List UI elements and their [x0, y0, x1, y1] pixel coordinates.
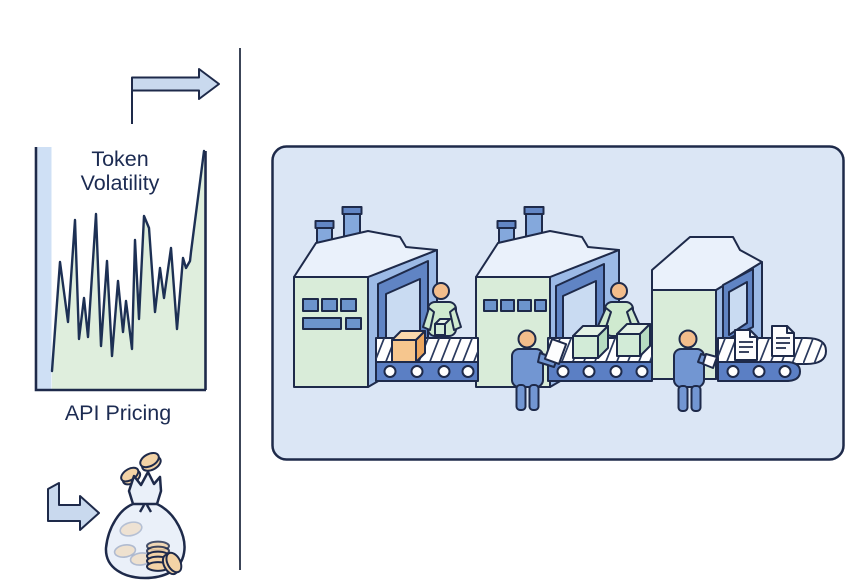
note-icon	[702, 353, 718, 369]
bag-tie	[132, 502, 158, 513]
coin-icon	[119, 521, 143, 537]
volatility-area	[52, 151, 205, 389]
roller-icon	[778, 365, 792, 378]
roller-icon	[437, 365, 451, 378]
factory-front-wall	[293, 276, 369, 388]
section-divider	[239, 48, 242, 570]
worker-with-note	[673, 329, 718, 412]
roller-icon	[609, 365, 623, 378]
green-box-icon	[616, 323, 651, 357]
factory-roof	[475, 230, 620, 278]
roller-icon	[461, 365, 475, 378]
small-green-item-icon	[434, 318, 451, 336]
api-pricing-label: API Pricing	[64, 401, 172, 425]
roller-icon	[752, 365, 766, 378]
factory-roof	[293, 230, 438, 278]
document-icon	[734, 329, 758, 361]
chart-axis-band	[37, 147, 52, 389]
roller-icon	[582, 365, 596, 378]
factory-windows	[483, 299, 547, 312]
money-bag-icon	[104, 452, 186, 580]
roller-icon	[410, 365, 424, 378]
flow-arrow-right-icon	[131, 68, 220, 124]
coin-icon	[113, 544, 137, 558]
green-box-icon	[572, 325, 609, 359]
factory-windows	[302, 298, 362, 330]
chart-title-label: Token Volatility	[80, 147, 160, 196]
chart-frame	[34, 147, 207, 392]
clipboard-icon	[543, 338, 568, 365]
factory-1	[293, 206, 438, 388]
worker-with-clipboard	[511, 329, 568, 411]
coin-icon	[139, 452, 162, 472]
document-icon	[771, 325, 795, 357]
elbow-arrow-icon	[47, 482, 100, 531]
token-volatility-chart	[34, 147, 207, 392]
volatility-line	[50, 149, 206, 373]
roller-icon	[383, 365, 397, 378]
factory-arch	[722, 268, 754, 342]
roller-icon	[556, 365, 570, 378]
coin-icon	[161, 551, 183, 576]
roller-icon	[726, 365, 740, 378]
orange-box-icon	[391, 330, 426, 363]
roller-icon	[635, 365, 649, 378]
